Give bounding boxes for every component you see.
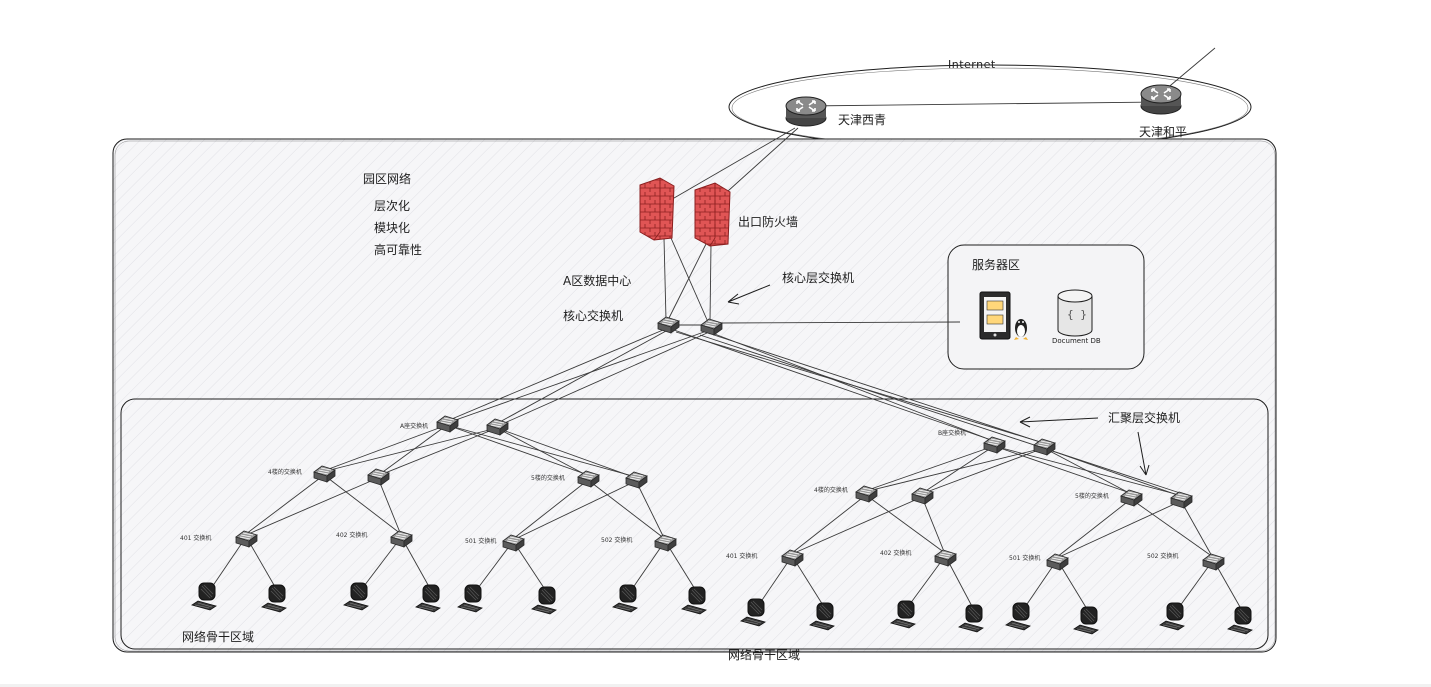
firewall-label: 出口防火墙 — [738, 214, 798, 229]
router-icon[interactable] — [785, 96, 827, 127]
arrow-aggregation-icon — [1019, 416, 1099, 428]
access-401-label: 401 交换机 — [180, 534, 211, 542]
arrows — [727, 284, 1150, 476]
core-switch-label: 核心交换机 — [563, 308, 623, 323]
router-icon[interactable] — [1140, 84, 1182, 115]
floor5-label-a: 5楼的交换机 — [531, 474, 565, 482]
backbone-outer-label: 网络骨干区域 — [728, 647, 800, 662]
access-501-label: 501 交换机 — [465, 537, 496, 545]
access-502-label: 502 交换机 — [601, 536, 632, 544]
building-a-label: A座交换机 — [400, 422, 428, 430]
core-layer-label: 核心层交换机 — [782, 270, 854, 285]
access-402-label: 402 交换机 — [336, 531, 367, 539]
backbone-inner-label: 网络骨干区域 — [182, 629, 254, 644]
access-402-label: 402 交换机 — [880, 549, 911, 557]
access-501-label: 501 交换机 — [1009, 554, 1040, 562]
database-glyph: { } — [1067, 308, 1087, 321]
campus-feature: 层次化 — [374, 199, 410, 213]
datacenter-label: A区数据中心 — [563, 273, 631, 288]
router-label-xiqing: 天津西青 — [838, 113, 886, 127]
server-icon[interactable] — [979, 291, 1011, 340]
floor4-label-b: 4楼的交换机 — [814, 486, 848, 494]
arrow-core-icon — [727, 284, 771, 305]
footer-strip — [0, 684, 1431, 687]
campus-feature: 模块化 — [374, 221, 410, 235]
backbone-zone — [120, 398, 1269, 650]
arrow-aggregation-down-icon — [1137, 431, 1150, 476]
router-label-heping: 天津和平 — [1139, 125, 1187, 139]
access-502-label: 502 交换机 — [1147, 552, 1178, 560]
server-zone-title: 服务器区 — [972, 257, 1020, 272]
firewall-icon[interactable] — [639, 177, 675, 241]
firewall-icon[interactable] — [694, 182, 731, 247]
campus-title: 园区网络 — [363, 171, 411, 186]
floor4-label-a: 4楼的交换机 — [268, 468, 302, 476]
linux-icon — [1014, 319, 1028, 340]
floor5-label-b: 5楼的交换机 — [1075, 492, 1109, 500]
aggregation-layer-label: 汇聚层交换机 — [1108, 410, 1180, 425]
database-label: Document DB — [1052, 337, 1101, 345]
access-401-label: 401 交换机 — [726, 552, 757, 560]
internet-label: Internet — [948, 58, 996, 71]
campus-feature: 高可靠性 — [374, 242, 422, 257]
network-links — [209, 47, 1245, 615]
building-b-label: B座交换机 — [938, 429, 966, 437]
database-icon[interactable]: { } — [1057, 289, 1093, 337]
